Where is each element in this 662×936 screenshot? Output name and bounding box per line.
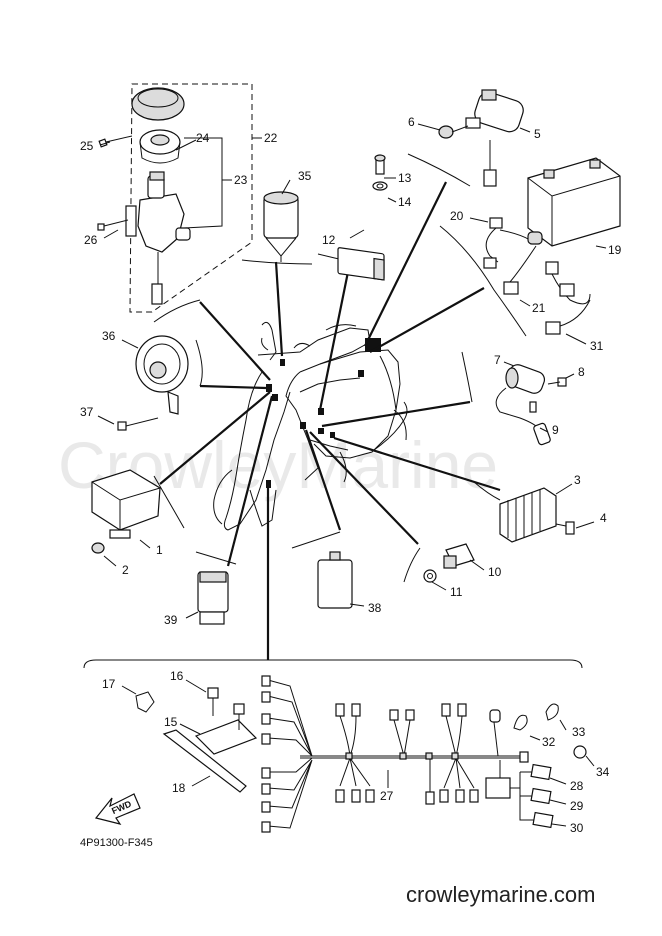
part-39-flasher: [197, 571, 229, 625]
callout-16: 16: [170, 669, 184, 683]
callout-29: 29: [570, 799, 584, 813]
callout-leaders: [97, 123, 607, 827]
callout-32: 32: [542, 735, 556, 749]
callout-30: 30: [570, 821, 584, 835]
part-27-wire-harness: [261, 675, 529, 833]
part-36-horn: [117, 335, 189, 431]
callout-5: 5: [534, 127, 541, 141]
scooter-outline: [213, 321, 408, 531]
part-12-13-14: [337, 154, 388, 281]
callout-6: 6: [408, 115, 415, 129]
callout-11: 11: [450, 585, 463, 599]
part-28-29-30: [510, 763, 554, 829]
callout-18: 18: [172, 781, 186, 795]
part-10-sensor: [423, 543, 475, 583]
callout-12: 12: [322, 233, 336, 247]
part-5-starter-relay: [438, 89, 524, 187]
callout-22: 22: [264, 131, 278, 145]
callout-37: 37: [80, 405, 94, 419]
part-35-relay: [263, 191, 299, 262]
callout-26: 26: [84, 233, 98, 247]
group-brackets: [153, 153, 527, 583]
callout-23: 23: [234, 173, 248, 187]
main-switch-group: [97, 83, 253, 313]
drawing-code: 4P91300-F345: [80, 837, 153, 849]
callout-labels: 1 2 3 4 5 6 7 8 9 10 11 12 13 14 15 16 1…: [80, 115, 622, 835]
callout-4: 4: [600, 511, 607, 525]
callout-1: 1: [156, 543, 163, 557]
part-7-ignition-coil: [495, 364, 567, 446]
part-3-rectifier: [499, 487, 575, 543]
callout-17: 17: [102, 677, 116, 691]
harness-bracket: [83, 659, 583, 669]
callout-21: 21: [532, 301, 546, 315]
part-15-16-17-18: [135, 687, 258, 793]
callout-25: 25: [80, 139, 94, 153]
callout-15: 15: [164, 715, 178, 729]
callout-28: 28: [570, 779, 584, 793]
callout-39: 39: [164, 613, 178, 627]
callout-7: 7: [494, 353, 501, 367]
callout-35: 35: [298, 169, 312, 183]
callout-2: 2: [122, 563, 129, 577]
part-32-33-34: [513, 703, 587, 759]
fwd-arrow: FWD: [94, 793, 141, 825]
callout-14: 14: [398, 195, 412, 209]
part-38-relay: [317, 551, 353, 609]
callout-19: 19: [608, 243, 622, 257]
callout-33: 33: [572, 725, 586, 739]
site-url[interactable]: crowleymarine.com: [406, 882, 596, 907]
part-20-21-31-leads: [483, 217, 591, 335]
callout-8: 8: [578, 365, 585, 379]
callout-20: 20: [450, 209, 464, 223]
callout-31: 31: [590, 339, 604, 353]
callout-34: 34: [596, 765, 610, 779]
part-19-battery: [527, 157, 621, 247]
callout-9: 9: [552, 423, 559, 437]
callout-36: 36: [102, 329, 116, 343]
callout-38: 38: [368, 601, 382, 615]
callout-3: 3: [574, 473, 581, 487]
callout-27: 27: [380, 789, 394, 803]
part-1-cdi-unit: [91, 469, 161, 554]
leader-lines: [159, 181, 501, 660]
callout-24: 24: [196, 131, 210, 145]
callout-13: 13: [398, 171, 412, 185]
callout-10: 10: [488, 565, 502, 579]
